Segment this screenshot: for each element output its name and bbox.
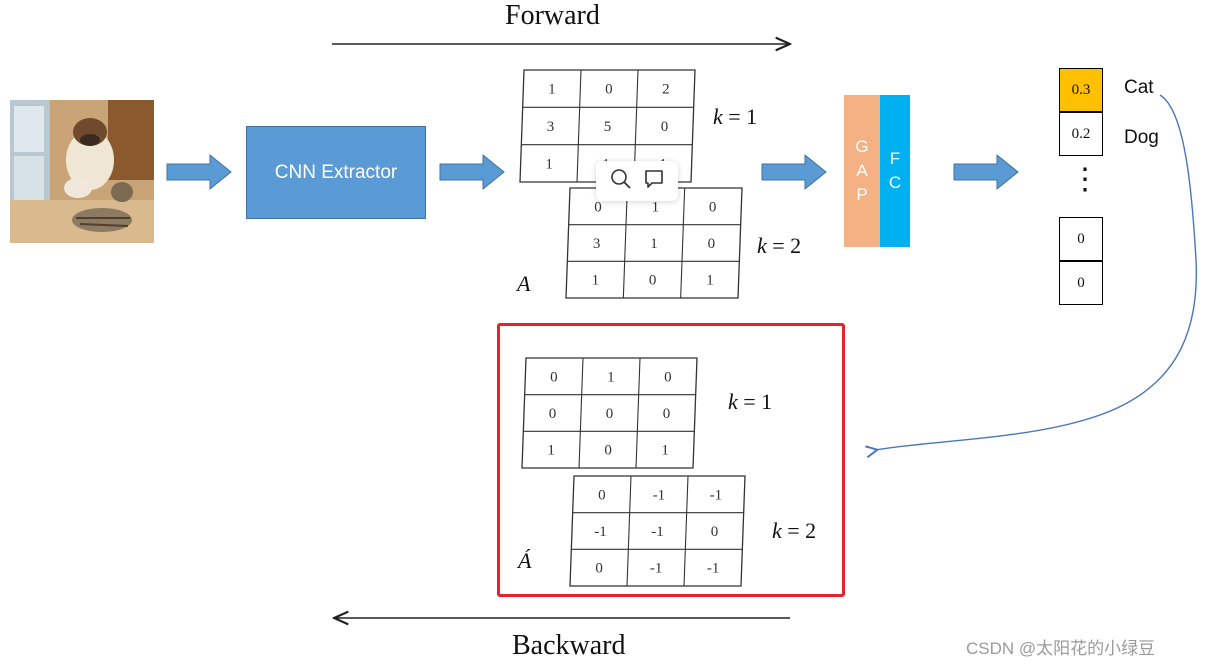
ellipsis: ⋮: [1070, 163, 1100, 196]
grid-col-line: [622, 187, 628, 299]
gap-letter: G: [855, 137, 869, 156]
fc-block: F C: [880, 95, 910, 247]
grid-cell-value: 0: [605, 82, 613, 98]
grid-cell-value: 3: [547, 119, 555, 135]
gradient-curve: [876, 94, 1198, 450]
block-arrow-3: [761, 153, 827, 191]
grid-cell-value: -1: [651, 524, 664, 540]
grid-cell-value: 0: [595, 561, 603, 577]
k-var: k: [713, 104, 723, 129]
backward-k2-label: k = 2: [772, 518, 816, 544]
watermark: CSDN @太阳花的小绿豆: [966, 639, 1156, 658]
grid-cell-value: 0: [549, 406, 557, 422]
grid-cell-value: 0: [709, 199, 717, 215]
block-arrow-4: [953, 153, 1019, 191]
k-var: k: [757, 233, 767, 258]
fc-letter: C: [888, 173, 902, 192]
grid-cell-value: 1: [607, 369, 615, 385]
grid-col-line: [578, 357, 584, 469]
k-eq: = 1: [728, 104, 758, 129]
gap-letter: P: [856, 185, 868, 204]
grid-cell-value: -1: [707, 561, 720, 577]
grid-cell-value: 0: [711, 524, 719, 540]
grid-cell-value: 0: [661, 119, 669, 135]
grid-col-line: [680, 187, 686, 299]
backward-set-label: Á: [518, 548, 532, 573]
comment-icon[interactable]: [643, 168, 665, 195]
grid-col-line: [576, 69, 582, 183]
grid-cell-value: 1: [548, 82, 556, 98]
input-image: [10, 100, 154, 243]
grid-cell-value: 0: [664, 369, 672, 385]
grid-col-line: [635, 357, 641, 469]
grid-cell-value: -1: [653, 487, 666, 503]
grid-col-line: [683, 475, 689, 587]
block-arrow-2: [439, 153, 505, 191]
class-label-cat: Cat: [1124, 77, 1154, 98]
grid-cell-value: 5: [604, 119, 612, 135]
grid-cell-value: 0: [598, 487, 606, 503]
grid-cell-value: -1: [650, 561, 663, 577]
block-arrow-1: [166, 153, 232, 191]
forward-k1-label: k = 1: [713, 104, 757, 130]
grid-cell-value: 1: [661, 443, 669, 459]
grid-cell-value: 1: [545, 156, 553, 172]
grid-cell-value: 0: [604, 443, 612, 459]
forward-set-label: A: [517, 271, 531, 296]
grid-cell-value: 1: [547, 443, 555, 459]
prob-cat: 0.3: [1059, 68, 1103, 112]
gap-block: G A P: [844, 95, 880, 247]
k-eq: = 2: [787, 518, 817, 543]
grid-cell-value: 0: [594, 199, 602, 215]
cnn-extractor-block: CNN Extractor: [246, 126, 426, 219]
hover-toolbar: [596, 161, 678, 201]
fc-letter: F: [889, 149, 901, 168]
grid-cell-value: 1: [592, 273, 600, 289]
grid-cell-value: 3: [593, 236, 601, 252]
grid-cell-value: -1: [710, 487, 723, 503]
class-label-dog: Dog: [1124, 127, 1159, 148]
backward-k1-label: k = 1: [728, 389, 772, 415]
grid-cell-value: 0: [663, 406, 671, 422]
gradient-map-k2-grid: 0 -1 -1 -1 -1 0 0 -1 -1: [569, 475, 746, 587]
forward-label: Forward: [505, 0, 600, 31]
feature-map-k2-grid: 0 1 0 3 1 0 1 0 1: [565, 187, 743, 299]
k-eq: = 1: [743, 389, 773, 414]
grid-col-line: [626, 475, 632, 587]
prob-other-1: 0: [1059, 217, 1103, 261]
grid-cell-value: 1: [652, 199, 660, 215]
grid-cell-value: -1: [594, 524, 607, 540]
search-icon[interactable]: [610, 168, 632, 195]
gradient-highlight-box: [497, 323, 845, 597]
gradient-map-k1-grid: 0 1 0 0 0 0 1 0 1: [521, 357, 698, 469]
grid-border: [565, 187, 743, 299]
prob-other-2: 0: [1059, 261, 1103, 305]
k-var: k: [728, 389, 738, 414]
forward-k2-label: k = 2: [757, 233, 801, 259]
backward-label: Backward: [512, 630, 626, 661]
grid-cell-value: 0: [708, 236, 716, 252]
k-eq: = 2: [772, 233, 802, 258]
grid-cell-value: 0: [649, 273, 657, 289]
grid-cell-value: 0: [606, 406, 614, 422]
grid-cell-value: 1: [650, 236, 658, 252]
grid-cell-value: 2: [662, 82, 670, 98]
prob-dog: 0.2: [1059, 112, 1103, 156]
grid-cell-value: 0: [550, 369, 558, 385]
feature-map-k1-grid: 102350111: [519, 69, 696, 183]
gap-letter: A: [856, 161, 868, 180]
grid-cell-value: 1: [706, 273, 714, 289]
k-var: k: [772, 518, 782, 543]
